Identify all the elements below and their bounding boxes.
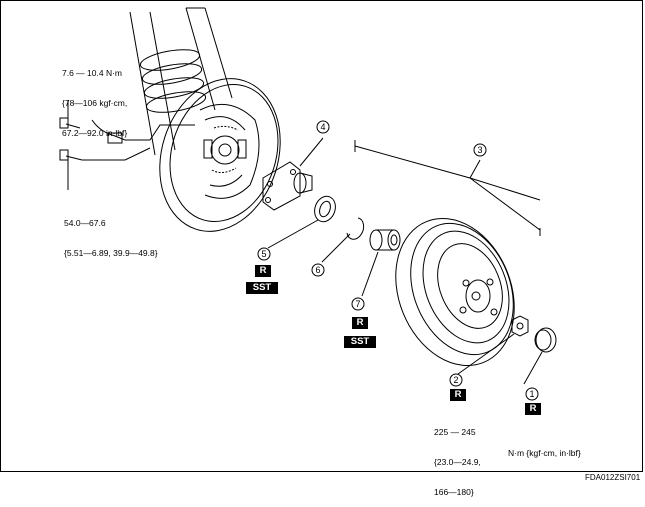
- snap-ring: [321, 217, 365, 263]
- callout-2-circle: [449, 373, 463, 387]
- hub-cap: [523, 327, 557, 385]
- coil-spring: [139, 49, 207, 113]
- abs-sensor: [91, 119, 195, 144]
- lower-bolt: [59, 147, 151, 190]
- backing-plate: [159, 78, 281, 232]
- upper-torque-line-3: 67.2—92.0 in·lbf}: [62, 128, 128, 138]
- callout-5: 5: [261, 249, 266, 259]
- lower-torque-line-1: 54.0—67.6: [64, 218, 106, 228]
- upper-bolt: [59, 100, 81, 129]
- hub-torque-line-1: 225 — 245: [434, 427, 476, 437]
- units-label: N·m {kgf·cm, in·lbf}: [508, 448, 581, 458]
- callout-4: 4: [320, 122, 325, 132]
- upper-torque-line-2: {78—106 kgf·cm,: [62, 98, 128, 108]
- figure-code: FDA012ZSI701: [585, 473, 641, 482]
- callout-numbers: 1 2 3 4 5 6 7: [261, 122, 534, 399]
- exploded-view-drawing: 1 2 3 4 5 6 7: [59, 7, 557, 401]
- upper-torque-line-1: 7.6 — 10.4 N·m: [62, 68, 122, 78]
- wheel-bearing: [361, 229, 401, 297]
- callout-3-circle: [473, 143, 487, 157]
- callout-2: 2: [453, 375, 458, 385]
- part1-replace-tag: R: [525, 403, 541, 415]
- callout-3: 3: [477, 145, 482, 155]
- part2-replace-tag: R: [450, 389, 466, 401]
- callout-5-circle: [257, 247, 271, 261]
- hub-nut-torque: 225 — 245 {23.0—24.9, 166—180}: [434, 407, 481, 507]
- brake-drum: [395, 217, 515, 367]
- lower-bolt-torque: 54.0—67.6 {5.51—6.89, 39.9—49.8}: [64, 198, 158, 268]
- part7-replace-tag: R: [352, 317, 368, 329]
- part7-sst-tag: SST: [344, 336, 376, 348]
- callout-1-circle: [525, 387, 539, 401]
- hub-torque-line-2: {23.0—24.9,: [434, 457, 481, 467]
- oil-seal: [267, 195, 336, 249]
- callout-7: 7: [355, 299, 360, 309]
- callout-4-circle: [316, 120, 330, 134]
- part5-replace-tag: R: [255, 265, 271, 277]
- hub-nut: [457, 315, 529, 375]
- callout-markers: [257, 120, 539, 401]
- upper-bolt-torque: 7.6 — 10.4 N·m {78—106 kgf·cm, 67.2—92.0…: [62, 48, 127, 148]
- callout-6-circle: [311, 263, 325, 277]
- lower-torque-line-2: {5.51—6.89, 39.9—49.8}: [64, 248, 158, 258]
- callout-7-circle: [351, 297, 365, 311]
- knuckle-spindle: [262, 137, 324, 211]
- callout-6: 6: [315, 265, 320, 275]
- hub-torque-line-3: 166—180}: [434, 487, 474, 497]
- drum-group-bracket: [354, 140, 541, 236]
- callout-1: 1: [529, 389, 534, 399]
- part5-sst-tag: SST: [246, 282, 278, 294]
